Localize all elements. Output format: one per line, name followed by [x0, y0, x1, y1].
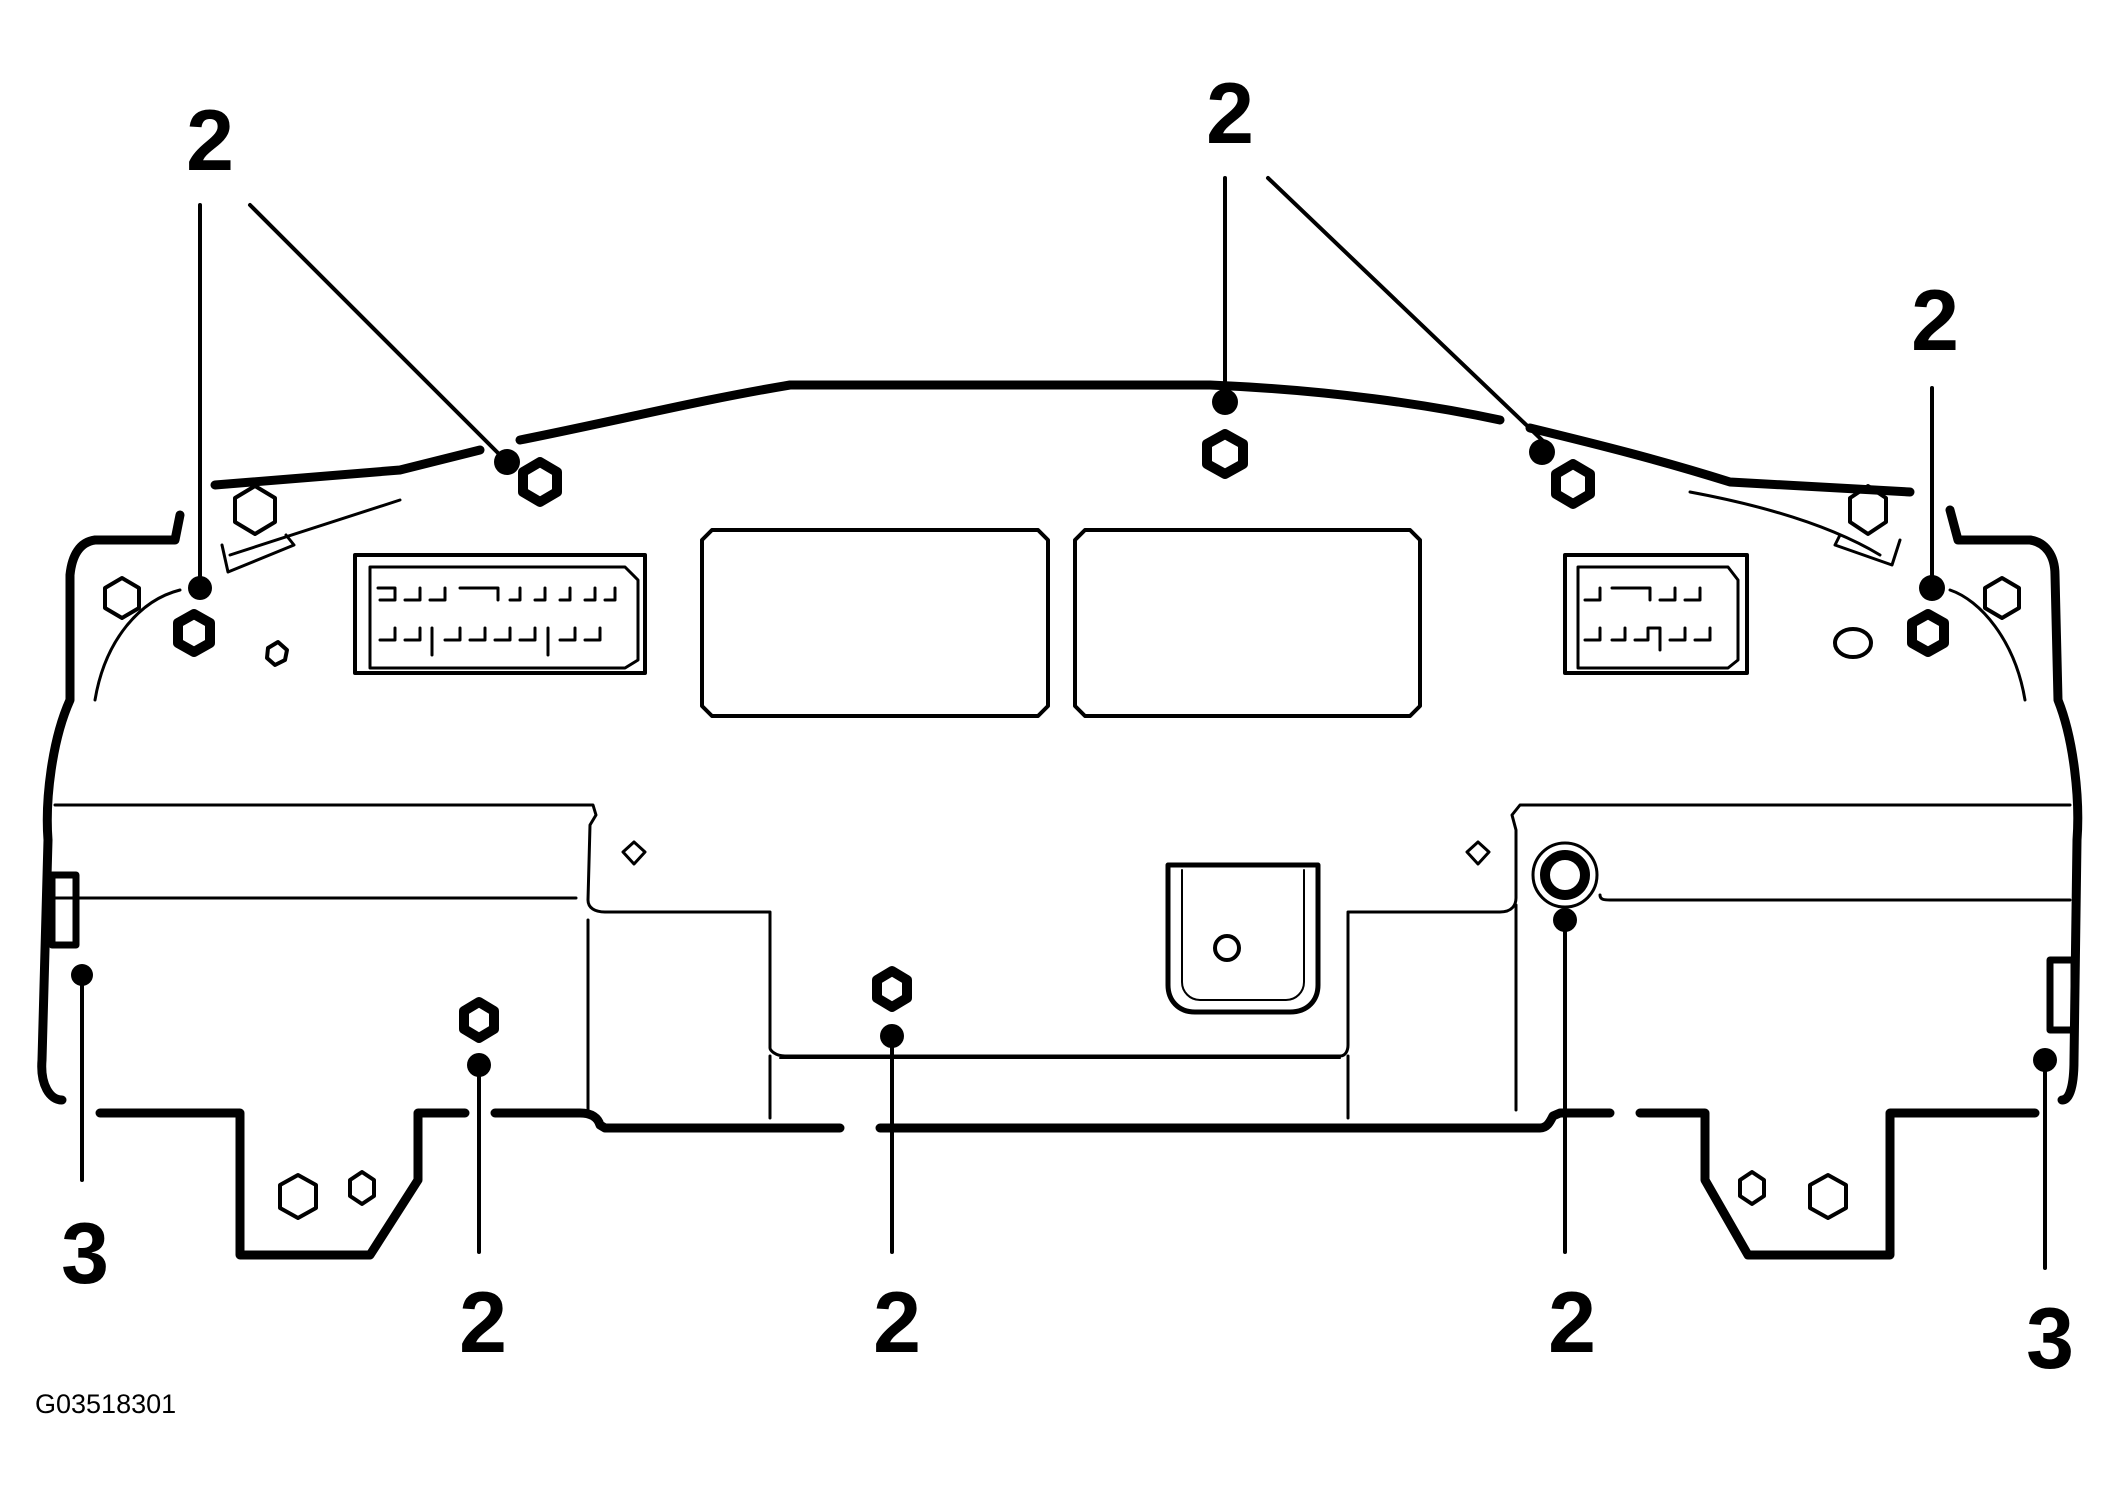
figure-id: G03518301 — [35, 1389, 176, 1419]
nut-upper-left — [173, 609, 215, 657]
right-side-clip — [2046, 956, 2078, 1034]
nut-lower-right — [1540, 850, 1590, 900]
housing-right-ear — [1945, 505, 2083, 1105]
callout-labels: 2 2 2 2 2 2 3 3 — [61, 66, 2074, 1387]
display-window-left — [700, 528, 1050, 718]
left-side-clip — [48, 871, 80, 949]
cluster-body-lines — [53, 803, 2072, 1120]
bottom-feet-holes — [278, 1170, 1848, 1220]
nut-upper-right — [1907, 609, 1949, 657]
cluster-housing — [37, 380, 2083, 1260]
bolt-nuts — [173, 429, 1949, 1043]
nut-top-center — [1202, 429, 1248, 479]
callout-bottom-left: 2 — [459, 1275, 507, 1371]
nut-lower-left — [459, 997, 499, 1043]
nut-lower-center — [872, 966, 912, 1012]
connector-right — [1563, 553, 1749, 675]
callout-bottom-right: 2 — [1548, 1275, 1596, 1371]
housing-top-edge — [210, 380, 1915, 497]
display-window-right — [1073, 528, 1422, 718]
housing-left-ear — [37, 510, 185, 1105]
upper-bosses — [103, 484, 2021, 667]
callout-right-3: 3 — [2026, 1291, 2074, 1387]
locating-pin-right — [1465, 840, 1491, 866]
center-mounting-tab — [1165, 862, 1321, 1015]
leader-lines — [80, 176, 2047, 1270]
connector-left — [353, 553, 647, 675]
locating-pin-left — [621, 840, 647, 866]
callout-bottom-center: 2 — [873, 1275, 921, 1371]
callout-top-right: 2 — [1911, 273, 1959, 369]
callout-left-3: 3 — [61, 1206, 109, 1302]
nut-top-left — [518, 457, 562, 507]
callout-top-left: 2 — [186, 93, 234, 189]
leader-dots — [71, 389, 2057, 1077]
nut-top-right — [1551, 459, 1595, 509]
callout-top-center: 2 — [1206, 66, 1254, 162]
housing-bottom-edge — [95, 1108, 2040, 1260]
